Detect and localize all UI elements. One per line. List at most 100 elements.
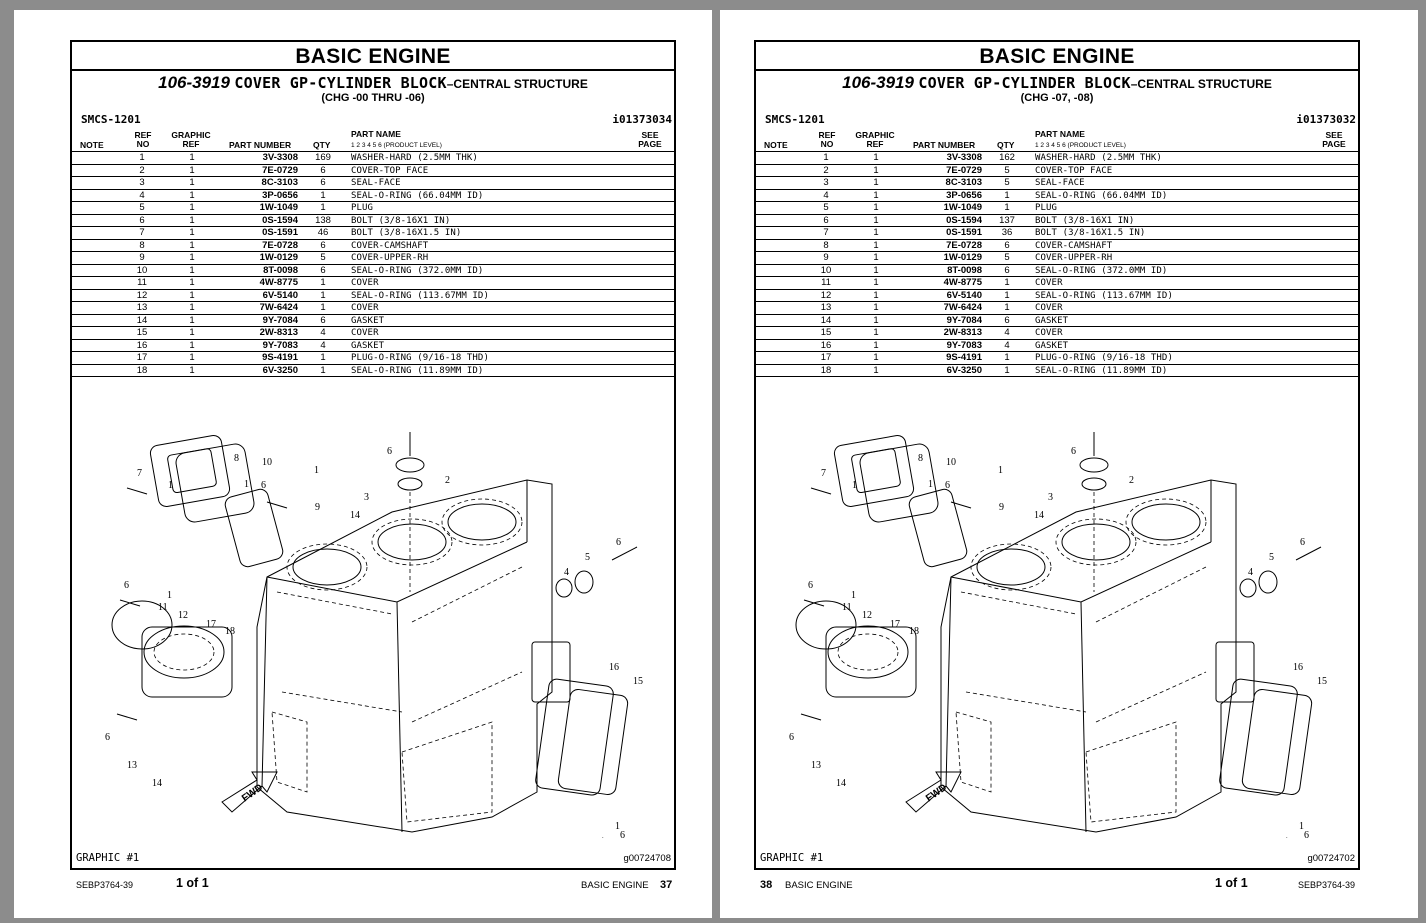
- part-number-cell: 7E-0728: [946, 239, 982, 251]
- top-face-cover: [1079, 457, 1109, 473]
- part-name-cell: SEAL-FACE: [1035, 178, 1085, 188]
- part-number-cell: 6V-3250: [946, 364, 982, 376]
- part-number-cell: 3V-3308: [946, 152, 982, 163]
- graphic-ref-cell: 1: [873, 327, 879, 338]
- seal-o-ring: [555, 578, 573, 598]
- cylinder-bore: [447, 503, 517, 541]
- block-outline: [256, 479, 553, 833]
- illustration-id: i01373034: [612, 113, 672, 126]
- part-name-cell: PLUG-O-RING (9/16-18 THD): [351, 353, 489, 363]
- part-number-cell: 0S-1594: [946, 214, 982, 226]
- fwd-label: FWD: [240, 782, 265, 804]
- upper-rh-cover: [908, 488, 968, 568]
- ref-cell: 9: [823, 252, 829, 263]
- cover-plate: [825, 626, 917, 698]
- callout-2: 2: [445, 475, 450, 486]
- callout-1: 1: [168, 480, 173, 491]
- crank-opening: [955, 711, 992, 793]
- graphic-ref-cell: 1: [189, 214, 195, 226]
- graphic-ref-cell: 1: [189, 339, 195, 351]
- graphic-ref-cell: 1: [873, 214, 879, 226]
- part-number-cell: 8C-3103: [261, 177, 298, 188]
- header-product-level: 1 2 3 4 5 6 (PRODUCT LEVEL): [1035, 142, 1126, 149]
- callout-13: 13: [127, 760, 137, 771]
- graphic-ref-cell: 1: [189, 302, 195, 313]
- header-product-level: 1 2 3 4 5 6 (PRODUCT LEVEL): [351, 142, 442, 149]
- ref-cell: 3: [139, 177, 145, 188]
- part-number-cell: 0S-1591: [946, 227, 982, 238]
- part-number-cell: 3P-0656: [262, 189, 298, 201]
- bolt: [950, 501, 972, 509]
- graphic-label: GRAPHIC #1: [760, 852, 824, 864]
- callout-1: 1: [851, 590, 856, 601]
- qty-cell: 4: [1004, 327, 1010, 338]
- engine-block-drawing: FWD1111123456666667891011121314141516171…: [105, 432, 643, 845]
- group-title: 106-3919 COVER GP-CYLINDER BLOCK–CENTRAL…: [756, 74, 1358, 93]
- footer-page-of: 1 of 1: [1215, 876, 1248, 890]
- group-name: COVER GP-CYLINDER BLOCK: [234, 74, 447, 92]
- block-edges: [945, 480, 1212, 833]
- part-name-cell: WASHER-HARD (2.5MM THK): [1035, 153, 1162, 163]
- qty-cell: 5: [320, 252, 326, 263]
- ref-cell: 18: [820, 364, 832, 376]
- qty-cell: 6: [320, 164, 326, 176]
- block-details: [960, 566, 1207, 723]
- callout-6: 6: [261, 480, 266, 491]
- part-name-cell: COVER-UPPER-RH: [351, 253, 429, 263]
- callout-6: 6: [620, 830, 625, 838]
- qty-cell: 6: [320, 239, 326, 251]
- group-subtitle: –CENTRAL STRUCTURE: [1130, 77, 1272, 91]
- part-number-cell: 1W-0129: [943, 252, 982, 263]
- footer-page-of: 1 of 1: [176, 876, 209, 890]
- callout-8: 8: [918, 453, 923, 464]
- callout-16: 16: [1293, 662, 1303, 673]
- ref-cell: 1: [823, 152, 829, 163]
- o-ring-seal: [175, 443, 255, 523]
- part-number-cell: 9Y-7083: [946, 339, 982, 351]
- bore-outline: [1055, 518, 1137, 566]
- section-title: BASIC ENGINE: [72, 42, 674, 71]
- ref-cell: 7: [823, 227, 829, 238]
- page-frame: BASIC ENGINE 106-3919 COVER GP-CYLINDER …: [754, 40, 1360, 870]
- bolt: [803, 599, 825, 607]
- part-name-cell: BOLT (3/8-16X1.5 IN): [351, 228, 462, 238]
- part-number-cell: 6V-3250: [262, 364, 298, 376]
- part-name-cell: SEAL-O-RING (66.04MM ID): [1035, 190, 1168, 201]
- block-outline: [940, 479, 1237, 833]
- part-name-cell: GASKET: [1035, 315, 1069, 326]
- graphic-ref-cell: 1: [873, 152, 879, 163]
- graphic-ref-cell: 1: [873, 277, 879, 288]
- bolt: [810, 487, 832, 495]
- block-details: [276, 566, 523, 723]
- part-number-cell: 7W-6424: [943, 302, 982, 313]
- qty-cell: 1: [1004, 202, 1010, 213]
- qty-cell: 6: [1004, 239, 1010, 251]
- ref-cell: 2: [139, 164, 145, 176]
- part-name-cell: SEAL-O-RING (372.0MM ID): [1035, 265, 1168, 276]
- callout-14: 14: [152, 778, 162, 789]
- footer-doc-id: SEBP3764-39: [1298, 880, 1356, 890]
- graphic-ref-cell: 1: [189, 152, 195, 163]
- camshaft-cover: [149, 434, 231, 508]
- graphic-ref-cell: 1: [873, 202, 879, 213]
- part-number-cell: 8T-0098: [263, 264, 298, 276]
- callout-7: 7: [137, 468, 142, 479]
- part-name-cell: GASKET: [351, 315, 385, 326]
- ref-cell: 18: [136, 364, 148, 376]
- bolt: [126, 487, 148, 495]
- part-name-cell: SEAL-O-RING (11.89MM ID): [1035, 365, 1168, 376]
- plug: [1258, 570, 1278, 594]
- qty-cell: 6: [320, 264, 326, 276]
- callout-15: 15: [1317, 676, 1327, 687]
- callout-17: 17: [890, 619, 900, 630]
